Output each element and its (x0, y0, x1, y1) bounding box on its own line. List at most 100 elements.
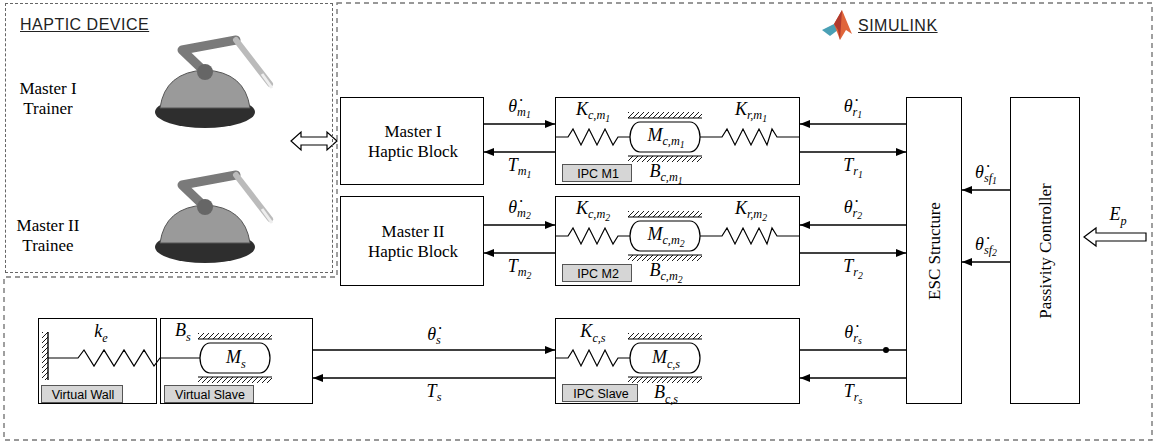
ground-symbol (198, 377, 272, 383)
mass-label: Mc,m1 (647, 125, 684, 150)
mass-label: Mc,m2 (647, 224, 684, 249)
block-label: Master II Haptic Block (363, 222, 463, 261)
spring-symbol (555, 228, 630, 244)
signal-arrow (800, 123, 906, 124)
signal-arrow (800, 151, 906, 152)
signal-label: θ̇r2 (844, 197, 863, 222)
spring-label: Kc,m1 (576, 99, 610, 124)
signal-label: Tr2 (843, 256, 863, 281)
region-outline (4, 3, 1152, 440)
logo-part (834, 10, 842, 40)
haptic-device-picture (155, 175, 272, 263)
signal-arrow (484, 224, 555, 225)
damper-label: Bc,m1 (649, 161, 682, 186)
signal-arrow (484, 123, 555, 124)
block-tag: IPC Slave (562, 384, 638, 402)
input-label: Ep (1109, 204, 1126, 227)
region-title: SIMULINK (858, 17, 938, 35)
device-joint (197, 64, 213, 80)
slave-block: BsMsVirtual Slave (160, 318, 313, 404)
spring-symbol (700, 228, 800, 244)
device-panel: HAPTIC DEVICE Master I TrainerMaster II T… (5, 3, 333, 273)
matlab-logo (822, 10, 852, 40)
signal-label: θ̇m1 (508, 96, 531, 121)
virtual-environment-mechanics (42, 332, 272, 383)
input-arrow (1084, 228, 1146, 246)
mass-symbol (630, 221, 700, 251)
haptic-device-picture (155, 40, 272, 128)
signal-label: θ̇m2 (508, 197, 531, 222)
device-label: Master II Trainee (12, 216, 84, 255)
ground-symbol (628, 377, 702, 383)
signal-arrow (800, 349, 906, 350)
ground-symbol (198, 333, 272, 339)
block-label: Master I Haptic Block (363, 122, 463, 161)
mass-symbol (630, 343, 700, 373)
signal-arrow (962, 189, 1010, 190)
stiffness-label: ke (94, 321, 107, 344)
damper-label: Bc,m2 (649, 260, 682, 285)
tag-label: Virtual Wall (52, 388, 115, 402)
signal-arrow (962, 261, 1010, 262)
signal-label: θ̇s (427, 324, 441, 347)
signal-arrow (484, 151, 555, 152)
wall-line (47, 332, 48, 380)
signal-arrow (800, 224, 906, 225)
tag-label: Virtual Slave (175, 388, 245, 402)
damper-label: Bc,s (654, 382, 678, 405)
haptic-block: Master I Haptic Block (340, 97, 484, 185)
logo-part (834, 10, 852, 40)
signal-label: θ̇sf1 (975, 162, 997, 187)
block-tag: Virtual Slave (164, 385, 254, 403)
tag-label: IPC M1 (577, 167, 619, 181)
mass-label: Ms (226, 347, 246, 370)
signal-label: Tm2 (508, 256, 532, 281)
signal-label: Tr1 (843, 155, 863, 180)
signal-label: Tm1 (508, 155, 532, 180)
wall-block: keVirtual Wall (38, 318, 157, 404)
ground-symbol (628, 112, 702, 118)
ipc-block: Kc,sMc,sBc,s IPC Slave (555, 318, 800, 404)
spring-symbol (700, 129, 800, 145)
mass-symbol (630, 122, 700, 152)
spring-label: Kr,m1 (735, 99, 767, 124)
spring-label: Kc,s (580, 321, 605, 344)
signal-arrow (484, 252, 555, 253)
spring-symbol (555, 129, 630, 145)
signal-label: θ̇sf2 (975, 234, 997, 259)
block-tag: IPC M1 (562, 164, 632, 182)
junction-dot (883, 347, 889, 353)
ipc-block: Kc,m1Mc,m1 Kr,m1Bc,m1 IPC M1 (555, 97, 800, 185)
spring-label: Kc,m2 (576, 198, 610, 223)
device-label: Master I Trainer (12, 79, 84, 118)
ipc-slave-mechanics (555, 333, 702, 383)
connector-arrow (291, 132, 337, 150)
signal-arrow (800, 252, 906, 253)
haptic-block: Master II Haptic Block (340, 196, 484, 286)
signal-label: θ̇r1 (844, 96, 863, 121)
signal-label: Trs (844, 381, 863, 406)
signal-arrow (313, 349, 555, 350)
block-tag: IPC M2 (562, 264, 632, 282)
tag-label: IPC M2 (577, 267, 619, 281)
signal-arrow (313, 377, 555, 378)
esc-block: ESC Structure (906, 97, 962, 404)
ground-symbol (628, 156, 702, 162)
mass-label: Mc,s (652, 347, 680, 370)
ground-symbol (628, 255, 702, 261)
ground-symbol (628, 333, 702, 339)
panel-title: HAPTIC DEVICE (20, 16, 149, 34)
device-stylus-tip (262, 74, 272, 88)
ipc-block: Kc,m2Mc,m2Kr,m2Bc,m2IPC M2 (555, 196, 800, 286)
block-label: ESC Structure (925, 202, 945, 300)
wall-hatch (42, 332, 48, 380)
ground-symbol (628, 211, 702, 217)
signal-arrow (800, 377, 906, 378)
block-tag: Virtual Wall (41, 385, 123, 403)
tag-label: IPC Slave (573, 387, 629, 401)
spring-symbol (555, 350, 630, 366)
